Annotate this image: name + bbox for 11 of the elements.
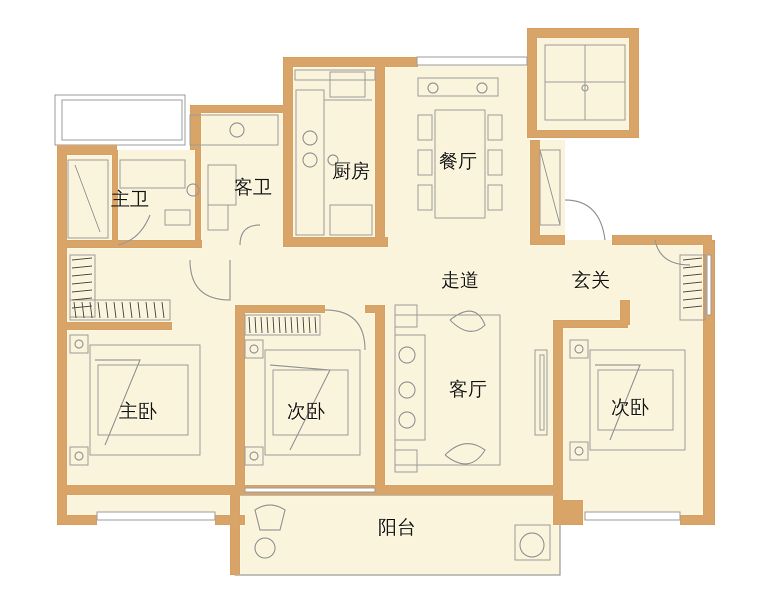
- room-label: 餐厅: [439, 152, 477, 172]
- room-label: 客厅: [449, 380, 487, 400]
- room-label: 客卫: [234, 178, 272, 198]
- room-label: 次卧: [287, 402, 325, 422]
- room-label: 次卧: [611, 398, 649, 418]
- room-label: 主卧: [119, 402, 157, 422]
- room-label: 主卫: [111, 190, 149, 210]
- room-label: 厨房: [332, 162, 370, 182]
- room-label: 阳台: [378, 518, 416, 538]
- room-label: 走道: [441, 272, 479, 290]
- room-label: 玄关: [572, 272, 610, 290]
